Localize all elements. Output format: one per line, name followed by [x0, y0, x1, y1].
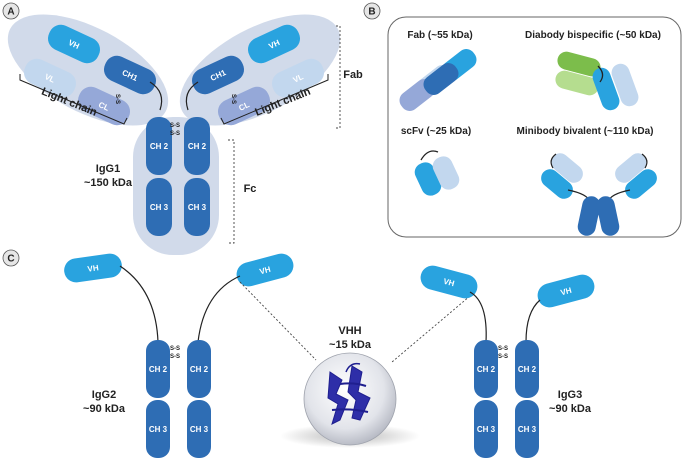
left-ch1: CH1	[103, 55, 157, 95]
igg3-label: IgG3	[558, 389, 582, 401]
svg-text:VH: VH	[87, 263, 99, 273]
svg-text:VH: VH	[442, 277, 455, 289]
fab-right-halo	[179, 14, 341, 126]
right-cl: CL	[217, 86, 271, 126]
fc-left-ch3	[146, 178, 172, 236]
fc-right-ch3	[184, 178, 210, 236]
panel-b-label: B	[368, 7, 375, 18]
right-hinge	[185, 81, 199, 111]
left-light-chain-bracket	[19, 74, 128, 125]
svg-text:CH 2: CH 2	[518, 365, 537, 374]
left-arm-disulfide: S-S	[114, 94, 120, 104]
right-ch1: CH1	[191, 55, 245, 95]
panel-a: A VH CH1 VL CL S-S Light chain VH	[2, 2, 363, 255]
igg1-mass: ~150 kDa	[84, 177, 133, 189]
left-cl: CL	[77, 86, 131, 126]
right-arm-disulfide: S-S	[230, 94, 236, 104]
svg-text:CH 2: CH 2	[190, 365, 209, 374]
diabody-icon	[555, 51, 639, 111]
svg-text:S-S: S-S	[498, 346, 508, 352]
vhh-sphere	[303, 352, 397, 446]
svg-text:S-S: S-S	[170, 346, 180, 352]
svg-text:CL: CL	[97, 100, 111, 113]
svg-text:VH: VH	[560, 286, 573, 298]
fc-left-ch2	[146, 117, 172, 175]
left-vl: VL	[23, 58, 77, 98]
panel-c-label: C	[7, 254, 14, 265]
scfv-icon	[414, 150, 460, 196]
svg-text:CH 2: CH 2	[188, 142, 207, 151]
fab-label: Fab	[343, 69, 363, 81]
igg3-structure: VH VH CH 2 CH 3 CH 2 CH 3 S-S S-S	[420, 265, 595, 458]
svg-text:VH: VH	[267, 38, 281, 51]
right-vl: VL	[271, 58, 325, 98]
svg-text:S-S: S-S	[498, 354, 508, 360]
svg-text:S-S: S-S	[170, 354, 180, 360]
svg-text:CH 2: CH 2	[149, 365, 168, 374]
diabody-label: Diabody bispecific (~50 kDa)	[525, 30, 661, 41]
minibody-icon	[541, 153, 657, 236]
svg-text:CH 2: CH 2	[150, 142, 169, 151]
panel-c: C VH VH CH 2 CH 3 CH 2 CH 3 S-S S-S IgG2	[2, 249, 595, 458]
scfv-label: scFv (~25 kDa)	[401, 126, 471, 137]
igg2-structure: VH VH CH 2 CH 3 CH 2 CH 3 S-S S-S	[64, 253, 294, 458]
svg-text:VH: VH	[259, 265, 272, 277]
panel-b: B Fab (~55 kDa) Diabody bispecific (~50 …	[363, 2, 682, 238]
fab-left-halo	[7, 14, 169, 126]
svg-text:CH 3: CH 3	[518, 425, 537, 434]
svg-text:VL: VL	[43, 72, 56, 85]
hinge-disulfide-1: S-S	[170, 123, 180, 129]
vhh-mass: ~15 kDa	[329, 339, 372, 351]
vhh-zoom-line-right	[391, 295, 471, 363]
fab-fragment-label: Fab (~55 kDa)	[407, 30, 472, 41]
panel-c-badge	[2, 249, 20, 267]
svg-text:CH 3: CH 3	[150, 203, 169, 212]
svg-text:VL: VL	[292, 72, 305, 85]
svg-text:CL: CL	[237, 100, 251, 113]
igg2-label: IgG2	[92, 389, 116, 401]
svg-text:CH 3: CH 3	[149, 425, 168, 434]
svg-text:CH 3: CH 3	[477, 425, 496, 434]
minibody-label: Minibody bivalent (~110 kDa)	[517, 126, 654, 137]
panel-a-label: A	[7, 7, 14, 18]
left-vh: VH	[47, 24, 101, 64]
right-vh: VH	[247, 24, 301, 64]
igg2-mass: ~90 kDa	[83, 403, 126, 415]
fab-fragment-icon	[399, 49, 477, 111]
igg1-label: IgG1	[96, 163, 120, 175]
vhh-label: VHH	[338, 325, 361, 337]
left-hinge	[149, 81, 163, 111]
fab-bracket	[336, 25, 341, 129]
igg3-mass: ~90 kDa	[549, 403, 592, 415]
vhh-zoom-line-left	[239, 281, 317, 361]
panel-a-badge	[2, 2, 20, 20]
right-light-chain-bracket	[220, 74, 329, 125]
svg-text:CH 2: CH 2	[477, 365, 496, 374]
panel-b-badge	[363, 2, 381, 20]
hinge-disulfide-2: S-S	[170, 131, 180, 137]
fc-bracket	[228, 139, 235, 244]
vhh-ribbon-structure	[327, 362, 371, 425]
fc-right-ch2	[184, 117, 210, 175]
fc-label: Fc	[244, 183, 257, 195]
svg-text:CH 3: CH 3	[188, 203, 207, 212]
svg-text:VH: VH	[67, 38, 81, 51]
svg-text:CH 3: CH 3	[190, 425, 209, 434]
